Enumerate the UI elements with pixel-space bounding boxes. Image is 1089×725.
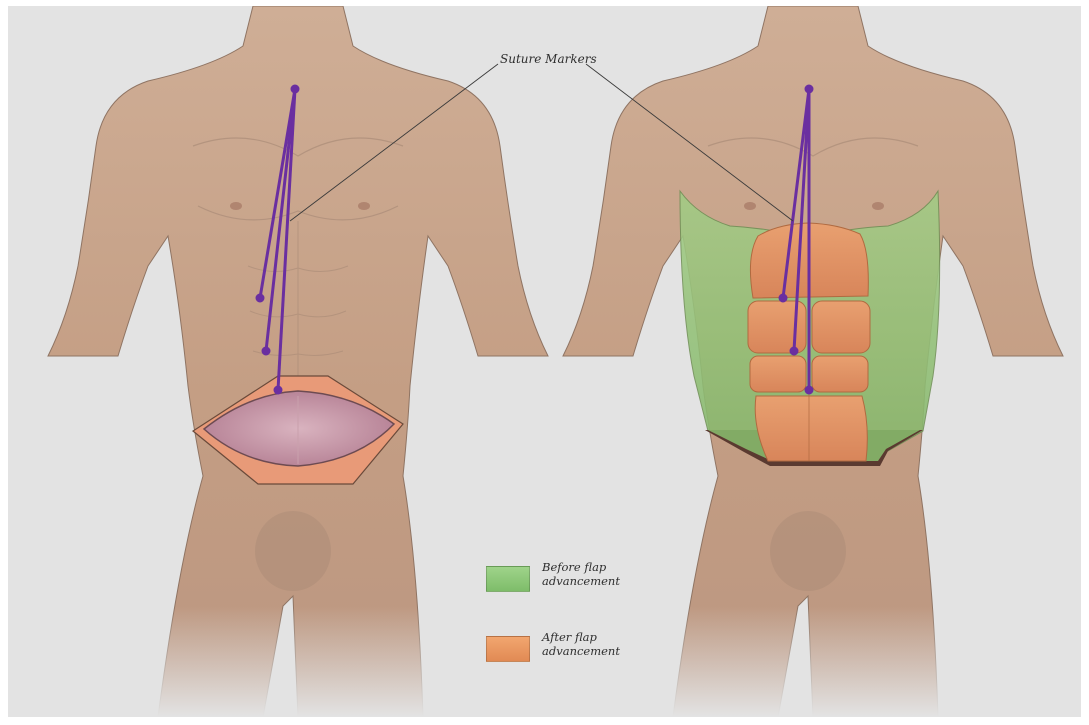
legend-before-text: Before flap advancement (542, 560, 652, 588)
legend-after-line1: After flap (542, 630, 597, 644)
right-nipple-l (744, 202, 756, 210)
left-groin-shadow (255, 511, 331, 591)
left-nipple-l (230, 202, 242, 210)
suture-markers-label: Suture Markers (500, 52, 597, 66)
anatomy-illustration (8, 6, 1081, 717)
legend-after-line2: advancement (542, 644, 620, 658)
right-nipple-r (872, 202, 884, 210)
illustration-panel: Suture Markers Before flap advancement A… (8, 6, 1081, 717)
right-groin-shadow (770, 511, 846, 591)
legend-before-swatch (486, 566, 530, 592)
left-nipple-r (358, 202, 370, 210)
bottom-fade (8, 606, 1081, 717)
legend-before-line2: advancement (542, 574, 620, 588)
legend-after-swatch (486, 636, 530, 662)
legend-after-text: After flap advancement (542, 630, 652, 658)
legend-before-line1: Before flap (542, 560, 606, 574)
